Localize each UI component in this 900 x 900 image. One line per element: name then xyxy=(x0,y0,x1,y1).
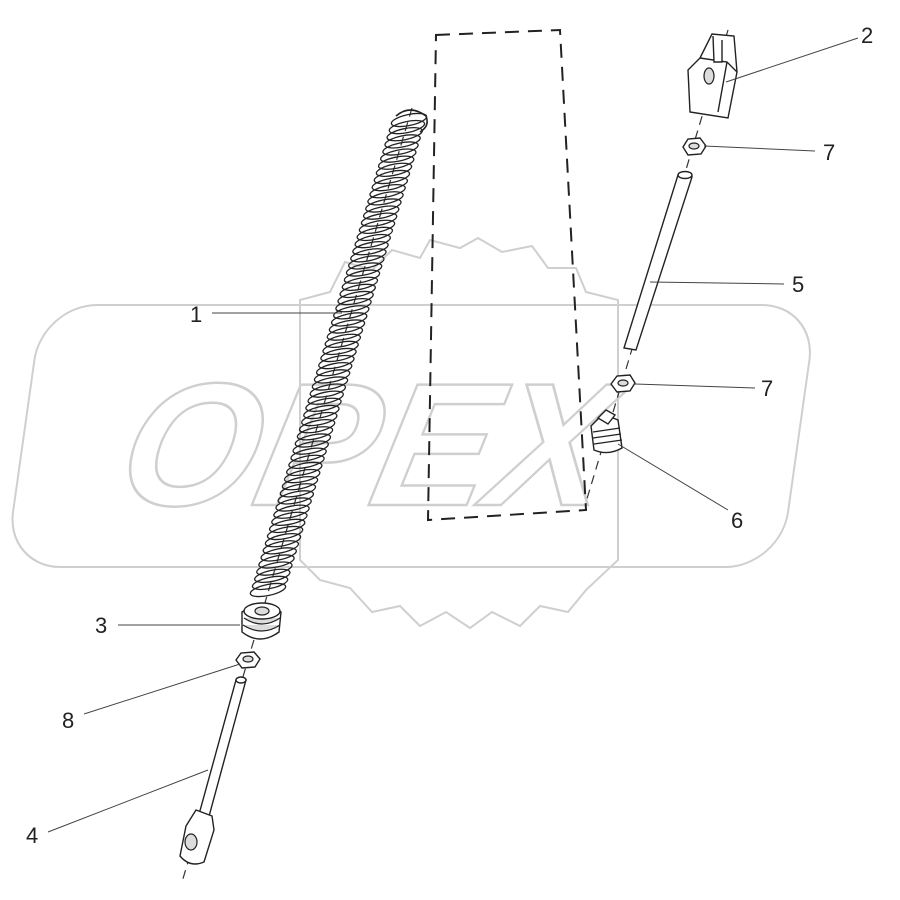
callout-1: 1 xyxy=(190,302,202,327)
spring-coil xyxy=(301,411,338,427)
spring-coil xyxy=(373,169,411,185)
watermark-text: OPEX xyxy=(105,347,642,543)
part-4-eye-bolt xyxy=(179,676,247,865)
spring-coil xyxy=(326,326,364,341)
spring-coil xyxy=(375,162,413,178)
spring-coil xyxy=(294,433,332,448)
spring-coil xyxy=(356,226,394,242)
watermark-logo: OPEX xyxy=(11,236,811,630)
spring-coil xyxy=(354,233,391,249)
leader-5 xyxy=(649,281,785,285)
leader-8 xyxy=(83,663,241,715)
callout-7-lower: 7 xyxy=(761,376,773,401)
spring-coil xyxy=(262,540,300,555)
spring-coil xyxy=(358,219,396,235)
spring-coil xyxy=(380,148,417,163)
leader-4 xyxy=(47,769,209,833)
spring-coil xyxy=(341,276,379,292)
spring-coil xyxy=(266,525,304,541)
spring-coil xyxy=(305,397,342,413)
spring-coil xyxy=(313,369,351,384)
spring-coil xyxy=(296,426,334,441)
callout-7-upper: 7 xyxy=(823,140,835,165)
leader-7a xyxy=(703,145,816,152)
spring-coil xyxy=(360,212,398,227)
spring-coil xyxy=(292,440,329,455)
spring-coil xyxy=(283,468,321,484)
spring-coil xyxy=(273,504,310,519)
callout-3: 3 xyxy=(95,613,107,638)
spring-coil xyxy=(318,354,355,370)
spring-coil xyxy=(335,297,372,313)
spring-coil xyxy=(348,255,385,270)
spring-coil xyxy=(264,532,302,548)
spring-coil xyxy=(345,262,383,277)
spring-coil xyxy=(298,418,336,434)
spring-coil xyxy=(362,205,400,220)
spring-coil xyxy=(256,561,293,576)
spring-end-hook xyxy=(395,109,428,133)
spring-coil xyxy=(311,376,349,391)
spring-coil xyxy=(254,568,291,584)
spring-coil xyxy=(339,283,376,299)
part-6-spring-plug xyxy=(590,409,623,454)
spring-coil xyxy=(275,497,312,512)
leader-7b xyxy=(633,383,756,389)
part-3-spring-plug xyxy=(241,602,282,640)
spring-coil xyxy=(251,575,289,591)
spring-coil xyxy=(268,518,306,534)
spring-coil xyxy=(288,454,325,470)
spring-coil xyxy=(303,404,340,420)
leader-2 xyxy=(725,37,859,83)
spring-coil xyxy=(258,554,295,569)
spring-coil xyxy=(377,155,415,170)
spring-coil xyxy=(330,312,368,327)
spring-coil xyxy=(315,361,353,377)
watermark-plate xyxy=(11,304,811,568)
spring-coil xyxy=(350,248,387,263)
spring-coil xyxy=(333,305,370,320)
callout-5: 5 xyxy=(792,272,804,297)
spring-coil xyxy=(371,176,409,192)
spring-coil xyxy=(343,269,381,284)
callout-6: 6 xyxy=(731,508,743,533)
spring-coil xyxy=(286,461,323,477)
spring-coil xyxy=(290,447,327,462)
part-8-nut xyxy=(235,651,261,669)
dashed-assembly-frame xyxy=(426,28,588,522)
callout-8: 8 xyxy=(62,708,74,733)
callout-2: 2 xyxy=(861,23,873,48)
spring-coil xyxy=(369,183,406,199)
spring-coil xyxy=(279,483,317,498)
spring-coil xyxy=(322,340,359,356)
part-7-nut-lower xyxy=(610,374,636,393)
spring-coil xyxy=(328,319,366,334)
spring-coil xyxy=(367,191,404,206)
spring-coil xyxy=(307,390,344,405)
part-1-spring xyxy=(249,109,428,598)
spring-coil xyxy=(382,141,419,156)
part-2-clevis xyxy=(687,33,738,119)
spring-coil xyxy=(271,511,308,527)
spring-coil xyxy=(324,333,362,349)
spring-coil xyxy=(337,290,374,306)
spring-coil xyxy=(260,547,297,562)
spring-coil xyxy=(277,490,315,505)
spring-coil xyxy=(388,119,426,135)
spring-coil xyxy=(384,134,421,149)
part-7-nut-upper xyxy=(682,137,707,156)
spring-coil xyxy=(352,240,389,256)
leader-6 xyxy=(617,443,729,511)
spring-coil xyxy=(320,347,357,363)
spring-coil xyxy=(365,198,402,213)
callout-4: 4 xyxy=(26,823,38,848)
spring-coil xyxy=(249,582,287,598)
spring-coil xyxy=(309,383,347,398)
part-5-rod xyxy=(623,170,693,351)
spring-coil xyxy=(281,475,319,491)
